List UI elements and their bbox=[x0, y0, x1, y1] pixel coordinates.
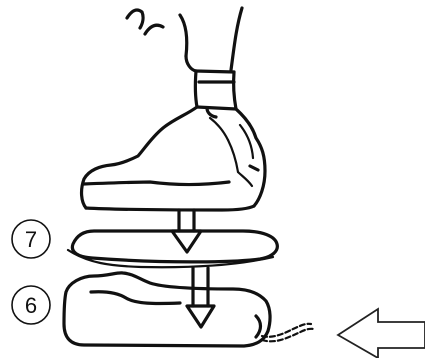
steam-head bbox=[82, 107, 265, 210]
callout-6-label: 6 bbox=[25, 293, 37, 318]
down-arrow-lower bbox=[187, 268, 214, 327]
outline-left-arrow bbox=[338, 309, 425, 358]
handle-top bbox=[127, 8, 242, 72]
neck-connector bbox=[195, 71, 236, 117]
callout-7: 7 bbox=[12, 220, 50, 258]
callout-6: 6 bbox=[12, 286, 50, 324]
callout-7-label: 7 bbox=[25, 227, 37, 252]
pad-seven bbox=[68, 231, 277, 267]
